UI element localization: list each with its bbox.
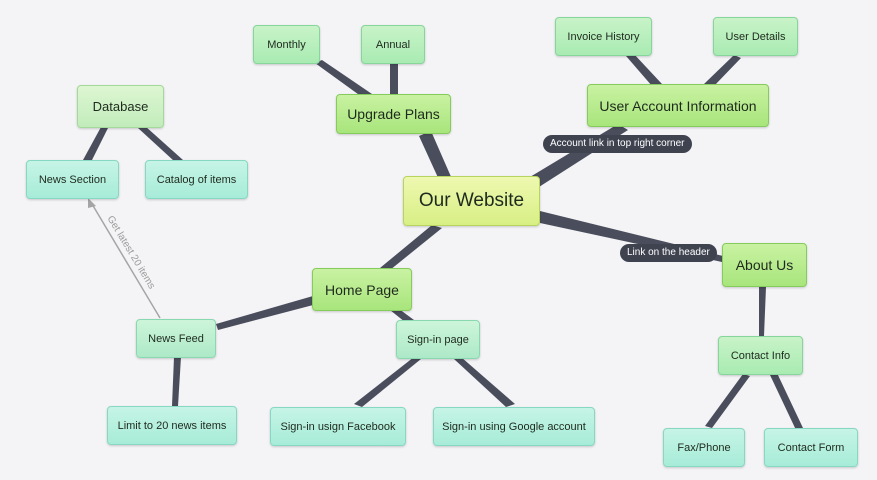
connector-database-news: [83, 127, 108, 160]
node-annual[interactable]: Annual: [361, 25, 425, 64]
node-sign-in-facebook[interactable]: Sign-in usign Facebook: [270, 407, 406, 446]
node-contact-form[interactable]: Contact Form: [764, 428, 858, 467]
label-header-link: Link on the header: [620, 244, 717, 262]
connector-signin-facebook: [354, 357, 421, 407]
node-monthly[interactable]: Monthly: [253, 25, 320, 64]
connector-upgrade-monthly: [315, 60, 372, 97]
node-sign-in-page[interactable]: Sign-in page: [396, 320, 480, 359]
node-upgrade-plans[interactable]: Upgrade Plans: [336, 94, 451, 134]
connector-account-invoice: [626, 54, 662, 86]
node-about-us[interactable]: About Us: [722, 243, 807, 287]
connector-signin-google: [454, 357, 515, 407]
node-contact-info[interactable]: Contact Info: [718, 336, 803, 375]
connector-newsfeed-limit: [172, 357, 181, 406]
connector-database-catalog: [138, 126, 183, 161]
arrow-newsfeed-newssection: [91, 203, 161, 319]
connector-website-upgrade: [419, 131, 452, 182]
node-user-details[interactable]: User Details: [713, 17, 798, 56]
node-news-feed[interactable]: News Feed: [136, 319, 216, 358]
node-user-account-information[interactable]: User Account Information: [587, 84, 769, 127]
connector-website-home: [380, 225, 442, 270]
connector-about-contact: [759, 287, 766, 336]
connector-home-newsfeed: [216, 296, 317, 330]
node-database[interactable]: Database: [77, 85, 164, 128]
node-home-page[interactable]: Home Page: [312, 268, 412, 311]
connector-upgrade-annual: [390, 63, 398, 94]
arrowhead-icon: [88, 198, 96, 208]
label-account-link: Account link in top right corner: [543, 135, 692, 153]
node-limit-20-news-items[interactable]: Limit to 20 news items: [107, 406, 237, 445]
node-fax-phone[interactable]: Fax/Phone: [663, 428, 745, 467]
node-invoice-history[interactable]: Invoice History: [555, 17, 652, 56]
node-our-website[interactable]: Our Website: [403, 176, 540, 226]
node-catalog-of-items[interactable]: Catalog of items: [145, 160, 248, 199]
connector-contact-form: [770, 373, 803, 430]
connector-contact-fax: [705, 374, 750, 428]
node-sign-in-google[interactable]: Sign-in using Google account: [433, 407, 595, 446]
connector-account-details: [704, 55, 741, 86]
node-news-section[interactable]: News Section: [26, 160, 119, 199]
